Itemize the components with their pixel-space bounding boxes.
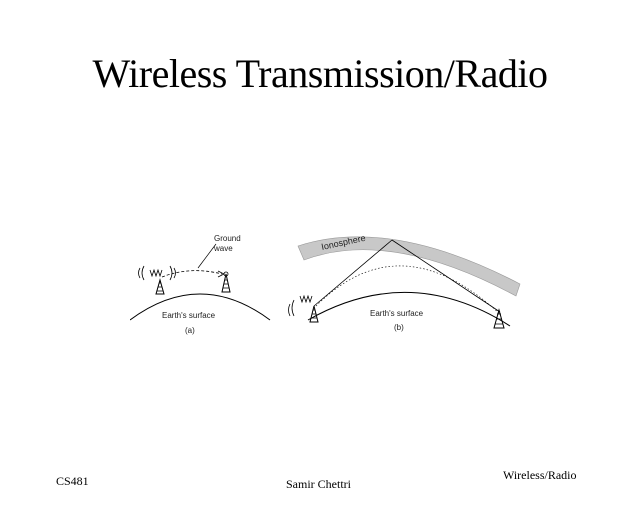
sky-wave-dotted-path	[315, 265, 501, 315]
panel-a-ground-wave: Ground wave Earth's surface (a)	[130, 234, 271, 335]
sky-wave-downward-path	[391, 239, 501, 313]
radio-propagation-diagram: Ground wave Earth's surface (a) Ionosphe…	[130, 233, 521, 335]
radio-waves-icon-b	[288, 294, 313, 317]
receiver-tower-icon-a	[221, 271, 231, 293]
earth-surface-curve-b	[307, 291, 511, 327]
footer-topic: Wireless/Radio	[503, 468, 577, 482]
transmitter-tower-icon-a	[155, 278, 165, 295]
sky-wave-upward-path	[313, 239, 393, 307]
ground-wave-label-line1: Ground	[214, 234, 241, 243]
panel-b-caption: (b)	[394, 323, 404, 332]
label-leader-line	[197, 243, 217, 269]
panel-b-sky-wave: Ionosphere Earth's surface (b)	[288, 233, 521, 332]
transmitter-tower-icon-b	[309, 305, 319, 323]
ground-wave-path	[161, 270, 223, 278]
panel-a-caption: (a)	[185, 326, 195, 335]
earth-surface-curve-a	[130, 293, 271, 321]
footer-course: CS481	[56, 474, 89, 488]
radio-waves-icon-a	[138, 265, 176, 281]
slide-title: Wireless Transmission/Radio	[92, 51, 548, 96]
earth-surface-label-a: Earth's surface	[162, 311, 216, 320]
ground-wave-label-line2: wave	[213, 244, 233, 253]
footer-author: Samir Chettri	[286, 477, 351, 491]
receiver-tower-icon-b	[493, 308, 505, 329]
earth-surface-label-b: Earth's surface	[370, 309, 424, 318]
ionosphere-band	[297, 236, 521, 297]
